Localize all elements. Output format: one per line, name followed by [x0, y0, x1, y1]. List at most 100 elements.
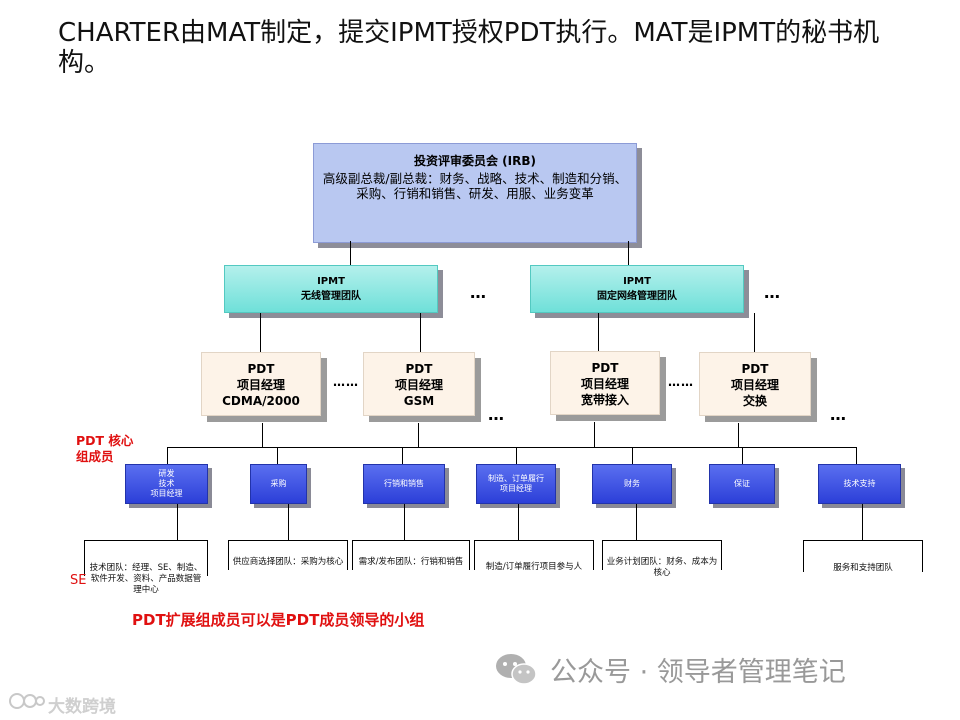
team-bracket: [228, 540, 348, 541]
connector-line: [420, 313, 421, 353]
team-requirements: 需求/发布团队：行销和销售: [358, 557, 464, 567]
team-bracket: [207, 540, 208, 576]
ipmt-fixed-network-box: IPMT 固定网络管理团队: [530, 265, 744, 313]
connector-line: [418, 423, 419, 447]
core-bus-line: [167, 447, 857, 448]
ellipsis: …: [488, 405, 506, 424]
ellipsis: …: [764, 283, 782, 302]
connector-line: [754, 313, 755, 353]
ipmt-name: 无线管理团队: [301, 291, 361, 302]
team-bracket: [84, 540, 208, 541]
function-label: 制造、订单履行 项目经理: [488, 474, 544, 493]
wechat-icon: [494, 651, 538, 687]
watermark-text: 公众号 · 领导者管理笔记: [550, 657, 846, 688]
pdt-role: 项目经理: [730, 378, 779, 392]
ipmt-name: 固定网络管理团队: [597, 291, 677, 302]
function-label: 行销和销售: [384, 479, 424, 488]
connector-line: [738, 423, 739, 447]
function-manufacturing-box: 制造、订单履行 项目经理: [476, 464, 556, 504]
team-bracket: [352, 540, 470, 541]
core-members-label: PDT 核心组成员: [76, 433, 134, 464]
irb-description: 高级副总裁/副总裁：财务、战略、技术、制造和分销、采购、行销和销售、研发、用服、…: [322, 171, 628, 201]
team-service: 服务和支持团队: [833, 563, 893, 573]
connector-line: [862, 504, 863, 540]
connector-line: [404, 504, 405, 540]
pdt-product: CDMA/2000: [222, 394, 300, 408]
pdt-role: 项目经理: [580, 377, 629, 391]
ellipsis: …: [470, 283, 488, 302]
connector-line: [288, 504, 289, 540]
connector-line: [742, 447, 743, 465]
function-label: 技术支持: [843, 479, 876, 488]
team-bracket: [593, 540, 594, 570]
team-supplier: 供应商选择团队：采购为核心: [232, 557, 344, 567]
ipmt-label: IPMT: [317, 276, 345, 287]
connector-line: [402, 447, 403, 465]
pdt-label: PDT: [591, 361, 619, 375]
pdt-product: GSM: [403, 394, 435, 408]
irb-title: 投资评审委员会 (IRB): [414, 154, 536, 168]
connector-line: [518, 504, 519, 540]
team-tech: 技术团队：经理、SE、制造、软件开发、资料、产品数据管理中心: [89, 563, 203, 595]
team-bracket: [228, 540, 229, 570]
connector-line: [516, 447, 517, 465]
team-business-plan: 业务计划团队：财务、成本为核心: [606, 557, 718, 578]
pdt-broadband-box: PDT 项目经理 宽带接入: [550, 351, 660, 415]
pdt-product: 宽带接入: [580, 393, 629, 407]
ellipsis-short: ……: [668, 375, 694, 389]
function-label: 保证: [734, 479, 750, 488]
connector-line: [350, 241, 351, 266]
pdt-product: 交换: [742, 394, 767, 408]
connector-line: [856, 447, 857, 465]
team-bracket: [803, 540, 804, 572]
team-bracket: [721, 540, 722, 570]
function-procurement-box: 采购: [250, 464, 307, 504]
function-assurance-box: 保证: [709, 464, 775, 504]
connector-line: [167, 447, 168, 465]
connector-line: [177, 504, 178, 540]
function-label: 采购: [270, 479, 287, 488]
pdt-label: PDT: [247, 362, 275, 376]
team-bracket: [352, 540, 353, 570]
team-bracket: [602, 540, 603, 570]
pdt-gsm-box: PDT 项目经理 GSM: [363, 352, 475, 416]
function-sales-box: 行销和销售: [363, 464, 445, 504]
connector-line: [632, 447, 633, 465]
team-bracket: [803, 540, 923, 541]
pdt-switching-box: PDT 项目经理 交换: [699, 352, 811, 416]
pdt-role: 项目经理: [236, 378, 285, 392]
ipmt-wireless-box: IPMT 无线管理团队: [224, 265, 438, 313]
page-title: CHARTER由MAT制定，提交IPMT授权PDT执行。MAT是IPMT的秘书机…: [58, 18, 880, 78]
team-bracket: [474, 540, 594, 541]
ellipsis-short: ……: [333, 375, 359, 389]
function-tech-support-box: 技术支持: [818, 464, 901, 504]
function-finance-box: 财务: [592, 464, 672, 504]
connector-line: [262, 423, 263, 447]
connector-line: [628, 241, 629, 266]
team-bracket: [474, 540, 475, 570]
ellipsis: …: [830, 405, 848, 424]
connector-line: [277, 447, 278, 465]
irb-box: 投资评审委员会 (IRB) 高级副总裁/副总裁：财务、战略、技术、制造和分销、采…: [313, 143, 637, 243]
ipmt-label: IPMT: [623, 276, 651, 287]
connector-line: [260, 313, 261, 353]
corner-logo-icon: [8, 690, 46, 712]
team-bracket: [602, 540, 722, 541]
extended-members-note: PDT扩展组成员可以是PDT成员领导的小组: [132, 611, 425, 629]
se-label: SE: [70, 573, 87, 588]
function-label: 财务: [624, 479, 640, 488]
corner-logo-text: 大数跨境: [48, 697, 116, 717]
team-bracket: [469, 540, 470, 570]
pdt-cdma-box: PDT 项目经理 CDMA/2000: [201, 352, 321, 416]
pdt-role: 项目经理: [394, 378, 443, 392]
connector-line: [598, 313, 599, 353]
team-bracket: [922, 540, 923, 572]
team-manufacturing: 制造/订单履行项目参与人: [485, 562, 583, 572]
connector-line: [636, 504, 637, 540]
team-bracket: [84, 540, 85, 576]
pdt-label: PDT: [405, 362, 433, 376]
pdt-label: PDT: [741, 362, 769, 376]
function-rnd-box: 研发 技术 项目经理: [125, 464, 208, 504]
connector-line: [594, 422, 595, 447]
function-label: 研发 技术 项目经理: [150, 469, 183, 498]
